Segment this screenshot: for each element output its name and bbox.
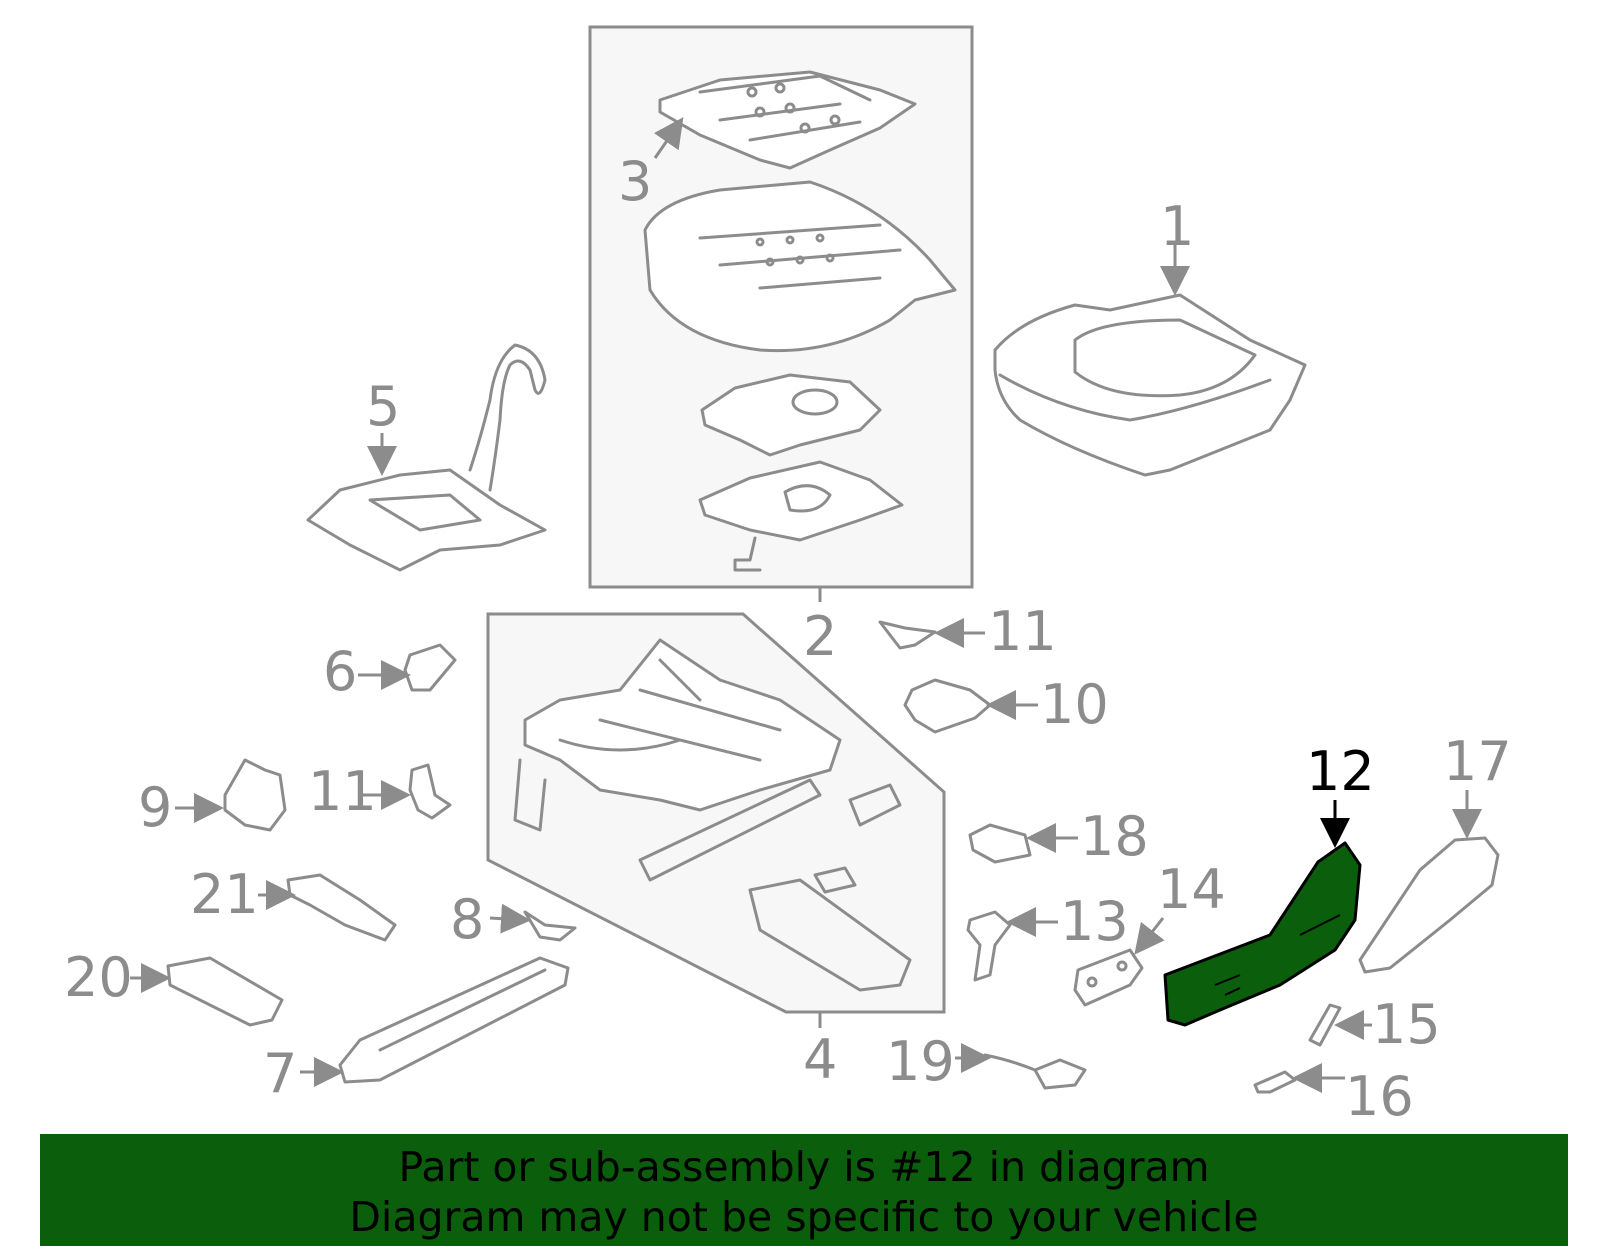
callout-11b: 11 (308, 760, 377, 823)
callout-15: 15 (1372, 993, 1441, 1056)
part-2-heater-upper (700, 373, 882, 457)
callout-5: 5 (366, 375, 400, 438)
leaders (130, 117, 1482, 1093)
callout-21: 21 (190, 863, 259, 926)
part-5-heater-mat (306, 343, 547, 572)
callout-4: 4 (803, 1028, 837, 1091)
callout-6: 6 (323, 640, 357, 703)
part-2-heater-lower (698, 460, 904, 572)
part-9-bracket (223, 758, 287, 832)
part-18-clip (968, 823, 1032, 864)
callout-16: 16 (1345, 1065, 1414, 1128)
callout-8: 8 (450, 888, 484, 951)
part-11-bracket-left (408, 763, 452, 820)
part-12-highlighted-shield[interactable] (1163, 841, 1362, 1027)
callout-1: 1 (1160, 195, 1194, 258)
callout-14: 14 (1157, 858, 1226, 921)
part-21-rail-cover (286, 873, 397, 942)
callout-20: 20 (64, 946, 133, 1009)
callout-17: 17 (1443, 730, 1512, 793)
part-8-clip (523, 910, 577, 942)
part-2-foam (643, 180, 957, 353)
callout-13: 13 (1060, 890, 1129, 953)
callout-19: 19 (886, 1030, 955, 1093)
callout-11a: 11 (988, 600, 1057, 663)
parts-diagram: 1 2 3 4 5 6 7 8 9 10 11 11 12 13 14 15 1… (64, 25, 1512, 1128)
banner-line-2: Diagram may not be specific to your vehi… (349, 1193, 1259, 1241)
part-6-clip (403, 643, 457, 692)
info-banner: Part or sub-assembly is #12 in diagram D… (40, 1134, 1568, 1246)
callout-18: 18 (1080, 805, 1149, 868)
part-10-switch-bracket (903, 678, 992, 734)
part-7-side-shield (338, 956, 570, 1084)
part-15-knob (1308, 1003, 1342, 1047)
part-14-bracket (1073, 948, 1144, 1007)
callout-3: 3 (618, 150, 652, 213)
part-19-harness (983, 1053, 1087, 1090)
part-3-pad (658, 70, 917, 170)
callout-12[interactable]: 12 (1306, 740, 1375, 803)
callout-9: 9 (138, 776, 172, 839)
callout-2: 2 (803, 605, 837, 668)
part-4-seat-frame (513, 638, 912, 992)
callout-10: 10 (1040, 673, 1109, 736)
callout-7: 7 (263, 1042, 297, 1105)
part-1-seat-cover (993, 293, 1307, 477)
part-20-cover (166, 956, 284, 1027)
part-11-bracket-right (878, 620, 937, 650)
part-13-bracket (966, 910, 1012, 982)
banner-line-1: Part or sub-assembly is #12 in diagram (398, 1143, 1210, 1191)
part-16-knob (1253, 1070, 1297, 1094)
part-17-cover (1358, 836, 1500, 974)
